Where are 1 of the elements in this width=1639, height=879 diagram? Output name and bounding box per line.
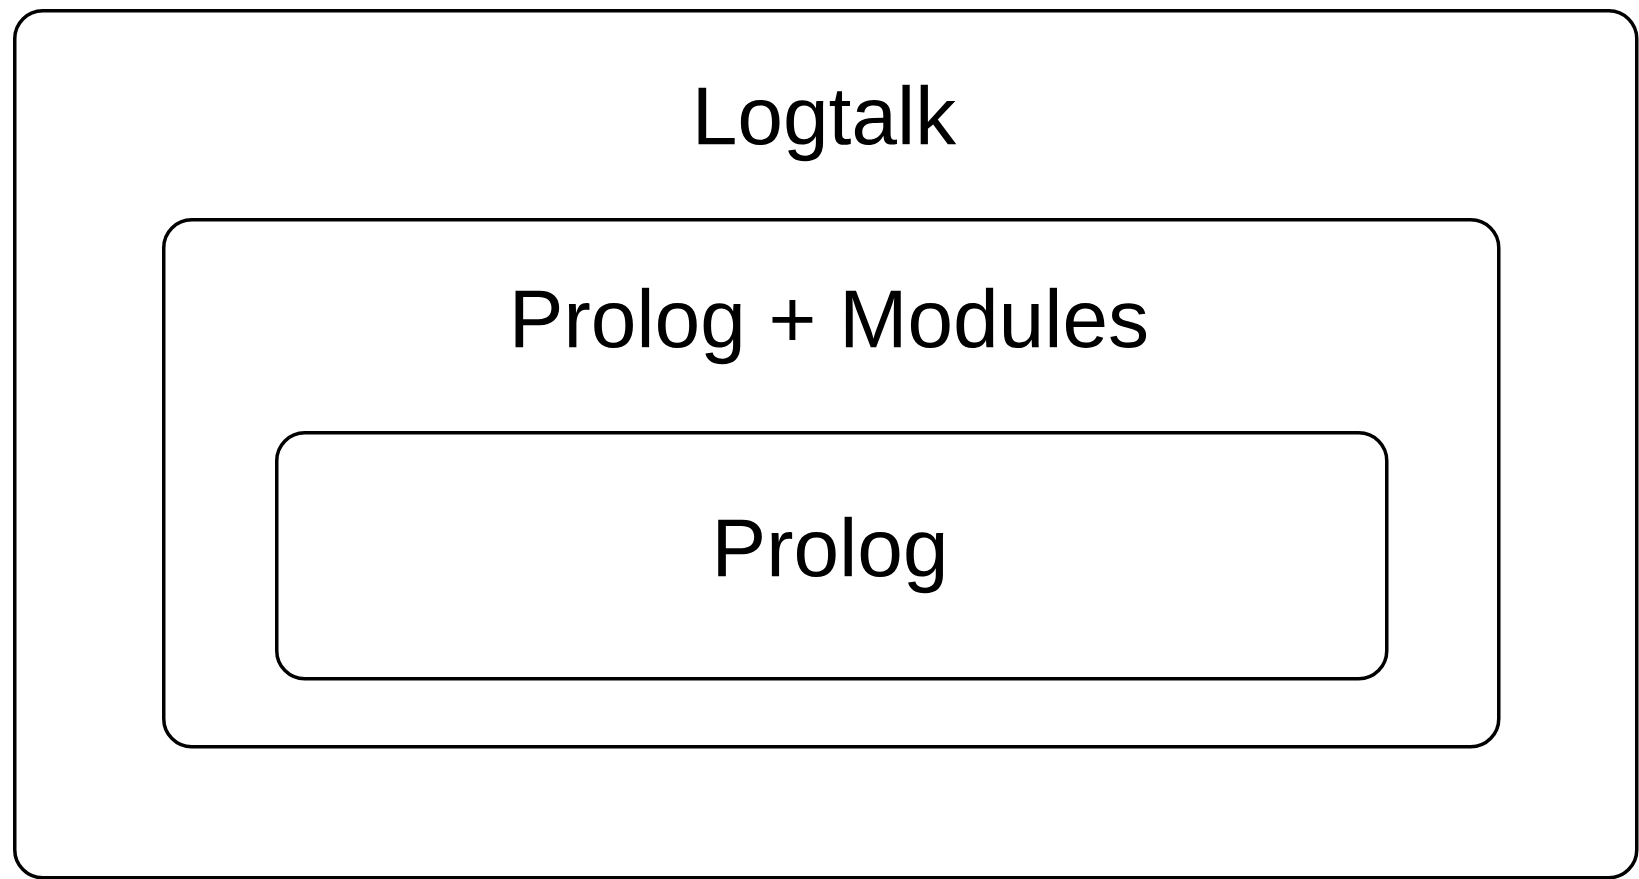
nested-box: Prolog: [275, 431, 1389, 681]
